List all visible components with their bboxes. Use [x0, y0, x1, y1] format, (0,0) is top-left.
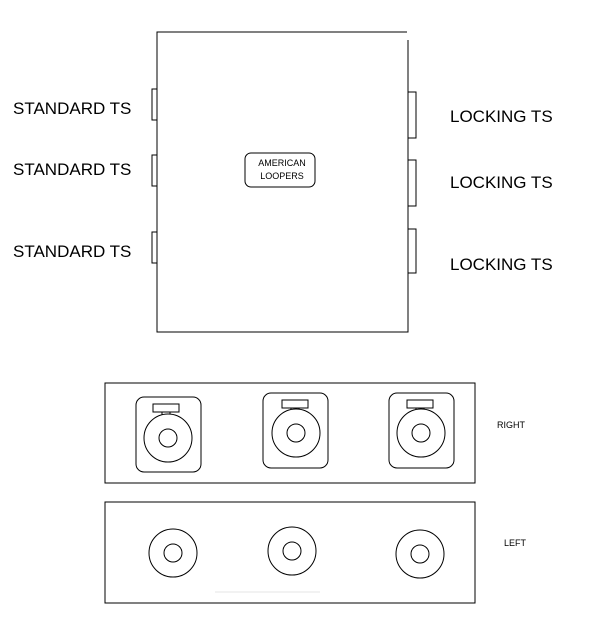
locking-jack-block-1	[407, 91, 417, 139]
locking-jack-block-2	[407, 159, 417, 207]
standard-jack-face-2	[267, 526, 317, 576]
standard-jack-stub-2	[151, 154, 157, 187]
right-jack-blocks	[407, 91, 417, 274]
standard-jack-stub-1	[151, 88, 157, 121]
standard-ts-label-3: STANDARD TS	[13, 242, 131, 261]
brand-badge: AMERICAN LOOPERS	[244, 152, 316, 188]
locking-jack-face-2	[262, 392, 329, 469]
left-panel	[104, 501, 476, 604]
left-panel-label: LEFT	[504, 538, 527, 548]
locking-ts-label-1: LOCKING TS	[450, 107, 553, 126]
badge-line-2: LOOPERS	[260, 171, 304, 181]
locking-jack-face-1	[135, 396, 202, 473]
standard-jack-face-3	[395, 529, 445, 579]
standard-ts-label-1: STANDARD TS	[13, 99, 131, 118]
right-panel-label: RIGHT	[497, 420, 526, 430]
badge-line-1: AMERICAN	[258, 158, 306, 168]
standard-ts-label-2: STANDARD TS	[13, 160, 131, 179]
left-jack-stubs	[151, 88, 157, 264]
standard-jack-stub-3	[151, 231, 157, 264]
locking-ts-label-2: LOCKING TS	[450, 173, 553, 192]
right-panel	[104, 382, 476, 484]
locking-jack-block-3	[407, 228, 417, 274]
locking-ts-label-3: LOCKING TS	[450, 255, 553, 274]
locking-jack-face-3	[388, 392, 455, 469]
standard-jack-face-1	[148, 528, 198, 578]
